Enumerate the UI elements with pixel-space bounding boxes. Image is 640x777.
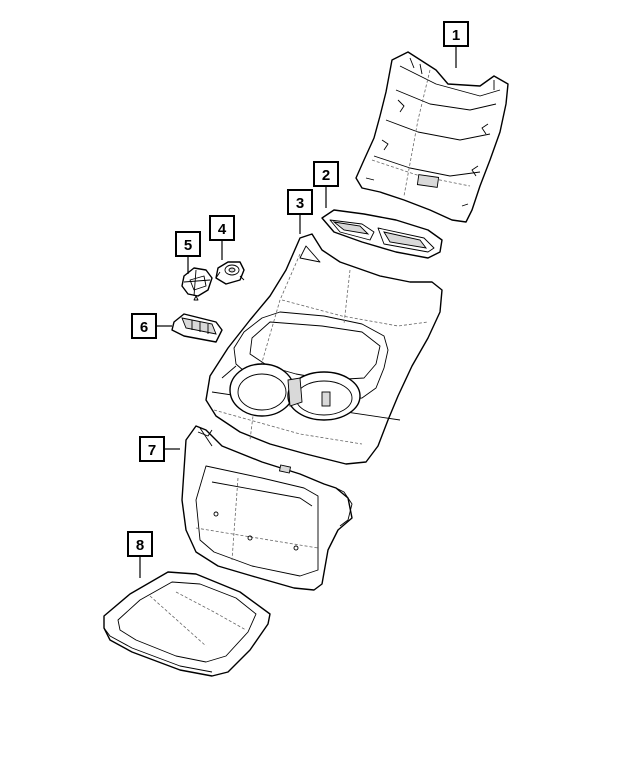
callout-label: 7 (148, 442, 156, 459)
part-2-bezel (321, 209, 443, 259)
callout-3: 3 (287, 189, 313, 234)
callout-5: 5 (175, 231, 201, 274)
callout-label: 2 (322, 167, 330, 184)
callout-box (313, 161, 339, 187)
part-6-switch (171, 313, 223, 343)
callout-6: 6 (131, 313, 172, 339)
callout-box (131, 313, 157, 339)
part-7-lower-housing (181, 425, 353, 591)
callout-box (209, 215, 235, 241)
callout-label: 6 (140, 319, 148, 336)
part-4-usb-plug (215, 261, 245, 285)
part-8-tray (103, 571, 271, 677)
callout-label: 5 (184, 237, 192, 254)
callout-box (127, 531, 153, 557)
callout-4: 4 (209, 215, 235, 260)
callout-label: 3 (296, 195, 304, 212)
callout-box (175, 231, 201, 257)
part-3-console-bin (205, 233, 443, 465)
callout-1: 1 (443, 21, 469, 68)
part-5-clip (181, 267, 213, 301)
callout-box (287, 189, 313, 215)
callout-2: 2 (313, 161, 339, 208)
callout-7: 7 (139, 436, 180, 462)
callout-8: 8 (127, 531, 153, 578)
callout-label: 4 (218, 221, 227, 238)
callout-label: 1 (452, 27, 460, 44)
callout-box (443, 21, 469, 47)
part-1-armrest-lid-panel (355, 51, 509, 223)
callout-box (139, 436, 165, 462)
callout-label: 8 (136, 537, 144, 554)
